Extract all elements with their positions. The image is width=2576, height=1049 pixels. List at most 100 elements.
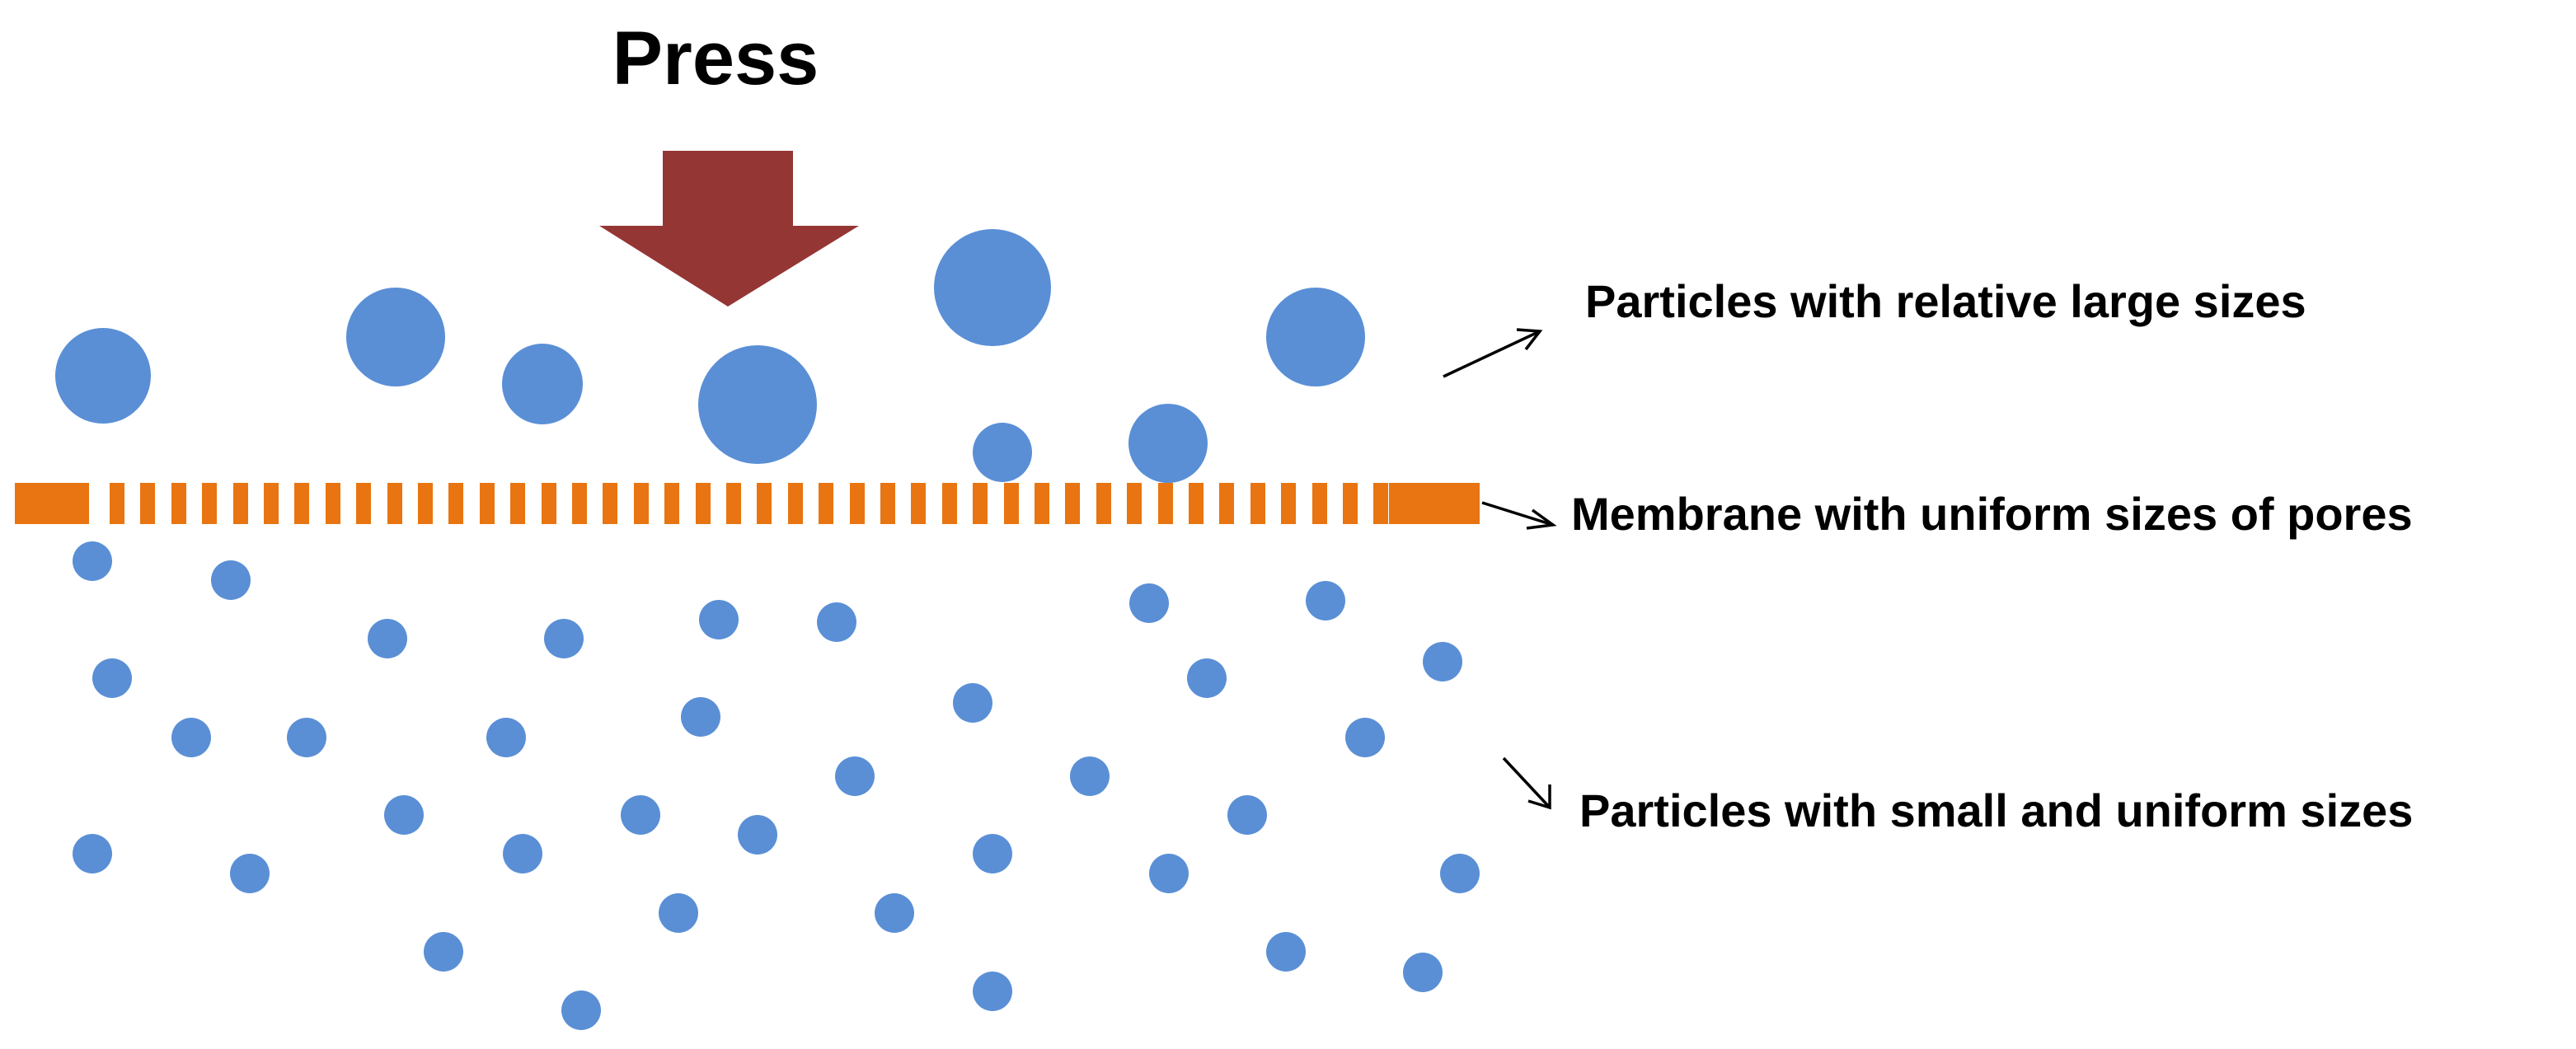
small-particle (384, 795, 424, 835)
small-particle (835, 756, 875, 796)
membrane-segment (1373, 483, 1388, 524)
small-particle (486, 718, 526, 757)
small-particle (1070, 756, 1110, 796)
pointer-arrow-large-icon (1443, 328, 1543, 378)
membrane-segment (726, 483, 741, 524)
small-particle (738, 815, 777, 855)
membrane-segment (1065, 483, 1080, 524)
membrane-right-edge (1389, 483, 1480, 524)
small-particle (1440, 854, 1480, 893)
membrane-segment (1004, 483, 1019, 524)
press-title: Press (612, 16, 819, 101)
large-particle (502, 344, 583, 424)
membrane-segment (942, 483, 957, 524)
small-particle (1423, 642, 1462, 681)
membrane-segment (572, 483, 587, 524)
membrane-segment (264, 483, 279, 524)
small-particle (1306, 581, 1345, 621)
large-particles-group (55, 229, 1365, 483)
small-particle (1403, 953, 1443, 992)
small-particle (875, 893, 914, 933)
large-particle (1266, 288, 1365, 386)
membrane-segment (387, 483, 402, 524)
membrane-segment (603, 483, 617, 524)
large-particles-label: Particles with relative large sizes (1585, 275, 2306, 327)
membrane-label: Membrane with uniform sizes of pores (1571, 488, 2413, 540)
membrane-segment (850, 483, 865, 524)
membrane-segment (233, 483, 248, 524)
small-particle (92, 658, 132, 698)
large-particle (346, 288, 445, 386)
membrane-segment (480, 483, 495, 524)
membrane-segment (418, 483, 433, 524)
small-particle (681, 697, 720, 737)
membrane-segment (788, 483, 803, 524)
membrane-segment (696, 483, 711, 524)
small-particle (73, 834, 112, 873)
membrane-segment (202, 483, 217, 524)
membrane-segment (819, 483, 833, 524)
small-particle (211, 560, 251, 600)
small-particle (1149, 854, 1189, 893)
membrane-segment (542, 483, 556, 524)
membrane-segment (110, 483, 124, 524)
large-particle (973, 423, 1032, 482)
membrane-segment (664, 483, 679, 524)
small-particle (973, 834, 1012, 873)
membrane-left-edge (15, 483, 89, 524)
membrane-segment (1035, 483, 1049, 524)
small-particle (171, 718, 211, 757)
membrane (15, 483, 1480, 524)
small-particle (287, 718, 326, 757)
membrane-segment (510, 483, 525, 524)
small-particles-label: Particles with small and uniform sizes (1579, 784, 2413, 836)
membrane-segment (911, 483, 926, 524)
large-particle (1128, 404, 1208, 483)
membrane-segment (1281, 483, 1296, 524)
membrane-segment (1096, 483, 1111, 524)
membrane-segment (1219, 483, 1234, 524)
small-particle (817, 602, 856, 642)
membrane-segment (1312, 483, 1327, 524)
small-particle (1129, 583, 1169, 623)
small-particle (544, 619, 584, 658)
large-particle (55, 328, 151, 424)
small-particle (1227, 795, 1267, 835)
membrane-segment (356, 483, 371, 524)
small-particle (230, 854, 270, 893)
membrane-segment (294, 483, 309, 524)
large-particle (698, 345, 817, 464)
membrane-segment (880, 483, 895, 524)
membrane-segment (1250, 483, 1265, 524)
small-particle (621, 795, 660, 835)
small-particle (953, 683, 992, 723)
press-arrow-icon (599, 151, 859, 307)
small-particle (1345, 718, 1385, 757)
membrane-segment (1189, 483, 1204, 524)
membrane-segment (1158, 483, 1173, 524)
small-particle (1187, 658, 1227, 698)
small-particle (368, 619, 407, 658)
membrane-segment (634, 483, 649, 524)
pointer-arrow-membrane-icon (1481, 501, 1557, 530)
large-particle (934, 229, 1051, 346)
membrane-segment (326, 483, 340, 524)
small-particle (73, 541, 112, 581)
membrane-segment (448, 483, 463, 524)
membrane-segment (171, 483, 186, 524)
small-particle (503, 834, 542, 873)
membrane-segment (1343, 483, 1358, 524)
membrane-segment (140, 483, 155, 524)
small-particle (973, 972, 1012, 1011)
membrane-segment (1127, 483, 1142, 524)
membrane-segment (973, 483, 988, 524)
pointer-arrow-small-icon (1502, 756, 1551, 810)
small-particle (699, 600, 739, 639)
small-particle (1266, 932, 1306, 972)
small-particles-group (73, 541, 1480, 1030)
small-particle (659, 893, 698, 933)
membrane-segment (757, 483, 772, 524)
small-particle (561, 990, 601, 1030)
small-particle (424, 932, 463, 972)
